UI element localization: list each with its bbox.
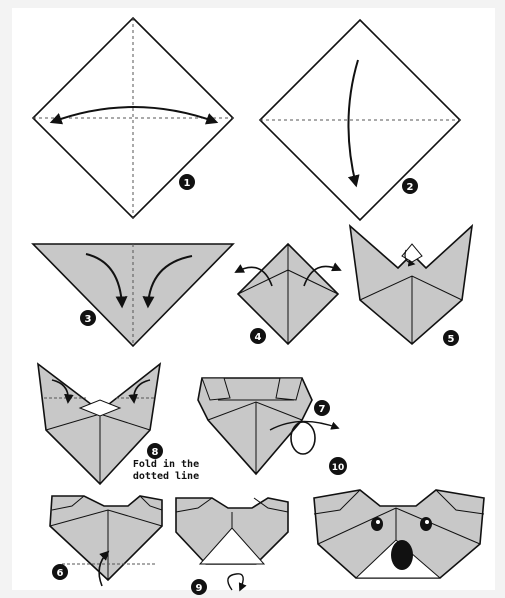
step-badge-icon: 5 bbox=[443, 330, 459, 346]
step-badge-icon: 3 bbox=[80, 310, 96, 326]
koala-eye-icon bbox=[371, 517, 383, 531]
step-4-diagram bbox=[236, 244, 340, 344]
step-number: 6 bbox=[57, 568, 64, 579]
step-number: 5 bbox=[448, 334, 455, 345]
koala-eye-icon bbox=[420, 517, 432, 531]
step-badge-icon: 9 bbox=[191, 579, 207, 595]
step-badge-icon: 6 bbox=[52, 564, 68, 580]
step-7-diagram bbox=[198, 378, 338, 474]
step-badge-icon: 8 bbox=[147, 443, 163, 459]
step-badge-icon: 1 bbox=[179, 174, 195, 190]
step-2-diagram bbox=[260, 20, 460, 220]
step-10-diagram bbox=[314, 490, 484, 578]
step-number: 4 bbox=[255, 332, 262, 343]
fold-instruction-caption: Fold in the dotted line bbox=[126, 459, 206, 483]
koala-nose-icon bbox=[391, 540, 413, 570]
step-number: 7 bbox=[319, 404, 326, 415]
step-badge-icon: 4 bbox=[250, 328, 266, 344]
step-number: 3 bbox=[85, 314, 92, 325]
step-number: 1 bbox=[184, 178, 191, 189]
step-number: 8 bbox=[152, 447, 159, 458]
step-badge-icon: 7 bbox=[314, 400, 330, 416]
step-9-diagram bbox=[176, 498, 288, 590]
step-3-diagram bbox=[33, 244, 233, 346]
step-number: 2 bbox=[407, 182, 414, 193]
step-number: 9 bbox=[196, 583, 203, 594]
step-badge-icon: 10 bbox=[329, 457, 347, 475]
step-number: 10 bbox=[332, 463, 345, 473]
step-5-diagram bbox=[350, 226, 472, 344]
fold-arrow-icon bbox=[228, 574, 243, 590]
step-badge-icon: 2 bbox=[402, 178, 418, 194]
step-1-diagram bbox=[33, 18, 233, 218]
